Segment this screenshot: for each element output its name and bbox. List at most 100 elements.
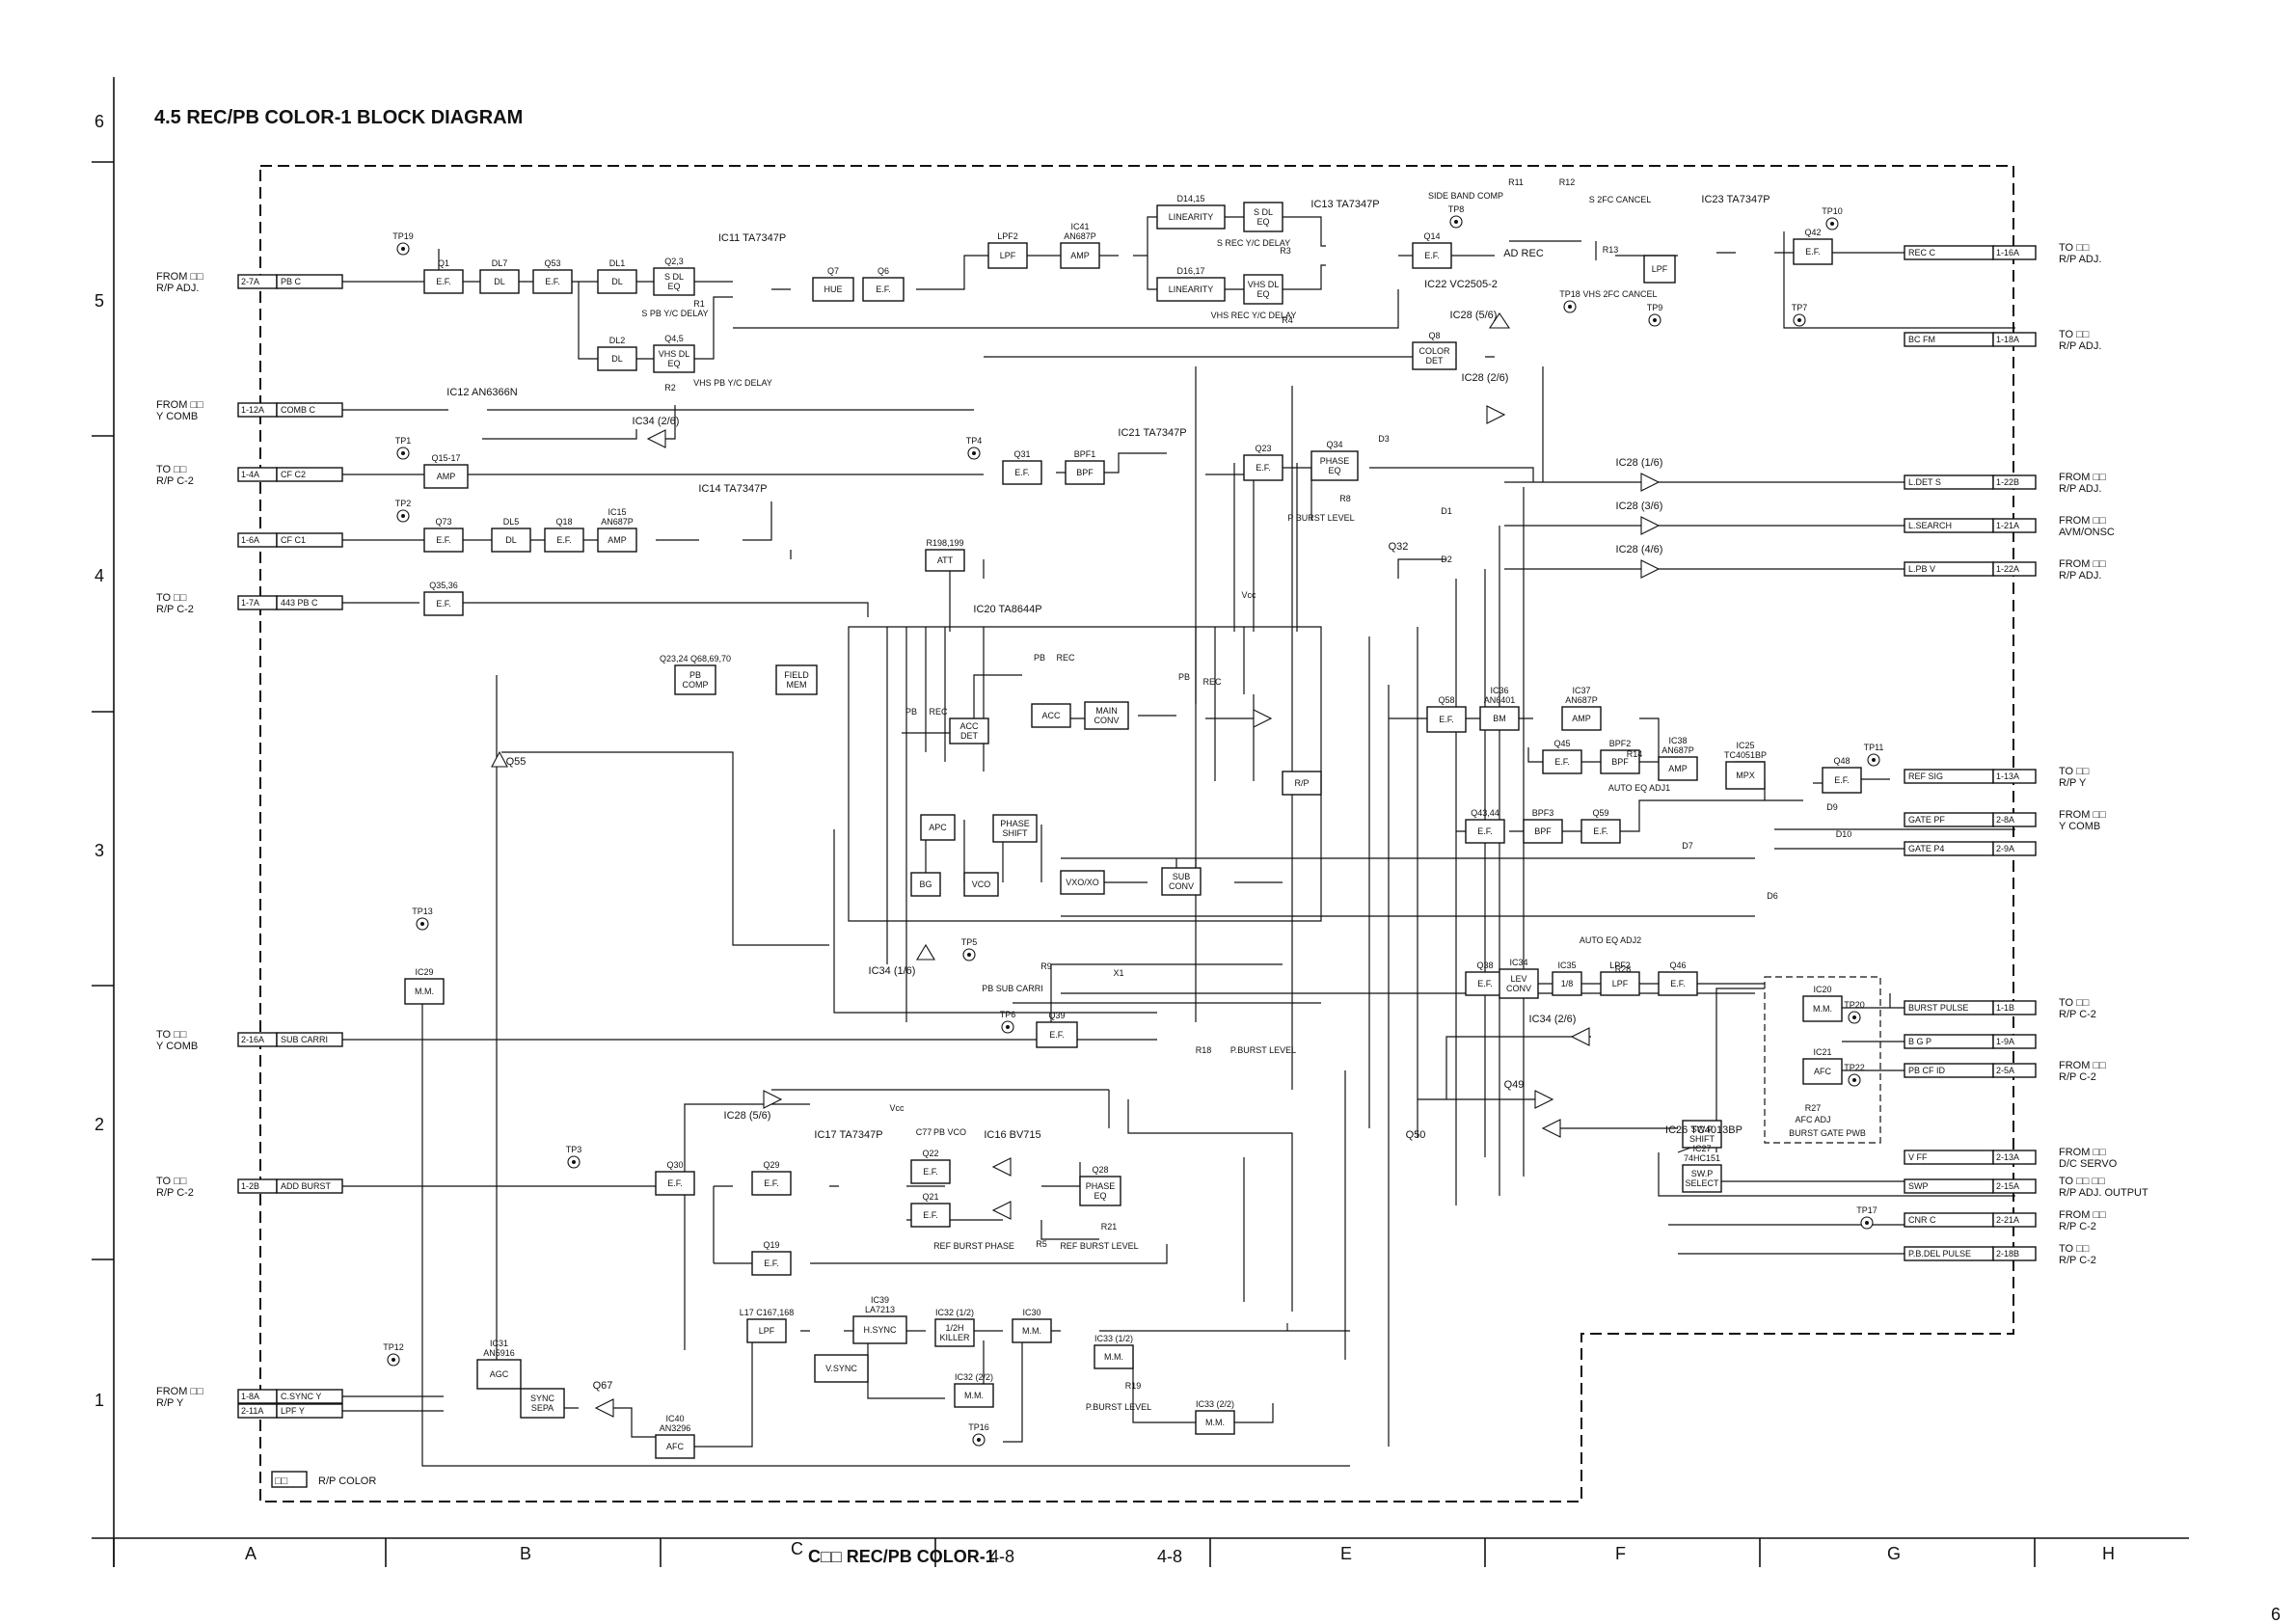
connector-pin: 2-11A bbox=[241, 1406, 263, 1416]
connector-pin-box bbox=[1992, 518, 2037, 533]
test-point-label: TP4 bbox=[966, 436, 983, 446]
block-label: 1/2H bbox=[945, 1323, 963, 1333]
block-label: E.F. bbox=[1554, 757, 1570, 767]
test-point-label: TP1 bbox=[395, 436, 412, 446]
test-point: TP12 bbox=[383, 1342, 404, 1367]
block-label: APC bbox=[929, 823, 947, 832]
connector-pin-box bbox=[1992, 561, 2037, 577]
external-destination: FROM □□ bbox=[2059, 515, 2106, 527]
external-destination: TO □□ bbox=[2059, 997, 2090, 1009]
external-destination: FROM □□ bbox=[2059, 1147, 2106, 1158]
connector-signal-box bbox=[276, 274, 343, 289]
external-destination: R/P Y bbox=[156, 1397, 184, 1409]
block-vxo: VXO/XO bbox=[1060, 870, 1105, 895]
block-name: Q59 bbox=[1592, 808, 1608, 818]
annotation-r1: R1 bbox=[693, 299, 705, 309]
connector-signal-box bbox=[276, 1178, 343, 1194]
annotation-r3: R3 bbox=[1280, 246, 1291, 256]
column-label: C bbox=[791, 1539, 803, 1558]
row-label: 6 bbox=[95, 112, 104, 131]
board-outline bbox=[259, 165, 2014, 1502]
row-label: 3 bbox=[95, 841, 104, 860]
block-name: AN687P bbox=[601, 517, 634, 527]
connector-pin: 1-6A bbox=[241, 535, 259, 545]
connector-pin-box bbox=[1992, 474, 2037, 490]
block-box bbox=[1600, 971, 1640, 996]
block-box bbox=[423, 464, 469, 489]
connector-signal: GATE PF bbox=[1908, 815, 1945, 825]
ic-label-ic17: IC17 TA7347P bbox=[814, 1129, 882, 1141]
ic-label-ic16: IC16 BV715 bbox=[984, 1129, 1040, 1141]
ic-label-ic34a: IC34 (2/6) bbox=[633, 416, 680, 427]
annotation-d1: D1 bbox=[1441, 506, 1452, 516]
block-box bbox=[1523, 819, 1563, 844]
test-point: TP20 bbox=[1844, 1000, 1865, 1024]
ic-label-q32: Q32 bbox=[1389, 541, 1409, 553]
buffer-icon bbox=[1253, 709, 1273, 728]
annotation-d10: D10 bbox=[1836, 829, 1852, 839]
annotation-r14: R14 bbox=[1627, 749, 1643, 759]
block-label: LPF bbox=[1652, 264, 1668, 274]
connector-signal: GATE P4 bbox=[1908, 844, 1944, 853]
block-name: Q22 bbox=[922, 1149, 938, 1158]
block-label: E.F. bbox=[1477, 979, 1493, 988]
connector-signal-box bbox=[276, 467, 343, 482]
block-box bbox=[423, 269, 464, 294]
connector-pin: 1-22B bbox=[1996, 477, 2019, 487]
ic-label-ic34c: IC34 (2/6) bbox=[1529, 1014, 1577, 1025]
block-label: FIELD bbox=[784, 670, 809, 680]
connector-pin: 1-13A bbox=[1996, 771, 2019, 781]
block-name: IC32 (1/2) bbox=[935, 1308, 974, 1317]
block-name: Q23 bbox=[1255, 444, 1271, 453]
block-box bbox=[1036, 1021, 1078, 1048]
buffer-icon bbox=[991, 1201, 1012, 1220]
block-label: E.F. bbox=[1593, 826, 1608, 836]
block-label: M.M. bbox=[1205, 1418, 1225, 1427]
connector-signal: SUB CARRI bbox=[281, 1035, 328, 1044]
block-name: Q30 bbox=[666, 1160, 683, 1170]
legend: □□R/P COLOR bbox=[271, 1471, 376, 1488]
block-box bbox=[597, 528, 637, 553]
block-name: IC27 bbox=[1692, 1144, 1711, 1153]
block-label: PHASE bbox=[1000, 819, 1030, 828]
block-label: AFC bbox=[666, 1442, 685, 1451]
block-box bbox=[751, 1171, 792, 1196]
connector-pin-box bbox=[1992, 332, 2037, 347]
external-destination: Y COMB bbox=[2059, 821, 2100, 832]
block-box bbox=[1161, 867, 1202, 896]
footer-board-tag: C□□ REC/PB COLOR-1 bbox=[808, 1547, 995, 1566]
block-label: HUE bbox=[824, 284, 842, 294]
block-box bbox=[1156, 204, 1226, 230]
external-destination: FROM □□ bbox=[156, 271, 203, 283]
external-destination: TO □□ bbox=[156, 1029, 187, 1041]
annotation-vhsrec: VHS REC Y/C DELAY bbox=[1211, 311, 1297, 320]
ic-label-ic12: IC12 AN6366N bbox=[446, 387, 517, 398]
connector-signal: V FF bbox=[1908, 1152, 1928, 1162]
row-label: 1 bbox=[95, 1391, 104, 1410]
connector-pin: 1-2B bbox=[241, 1181, 259, 1191]
column-label: F bbox=[1615, 1544, 1626, 1563]
block-name: 74HC151 bbox=[1684, 1153, 1720, 1163]
block-name: DL1 bbox=[609, 258, 626, 268]
block-label: VCO bbox=[972, 880, 991, 889]
block-q29: E.F.Q29 bbox=[751, 1160, 792, 1196]
block-label: VHS DL bbox=[659, 349, 690, 359]
block-box bbox=[1802, 1058, 1843, 1085]
external-destination: R/P ADJ. bbox=[156, 283, 199, 294]
block-label: DL bbox=[611, 277, 623, 286]
block-q21: E.F.Q21 bbox=[910, 1192, 951, 1228]
test-point-label: TP12 bbox=[383, 1342, 404, 1352]
block-label: E.F. bbox=[876, 284, 891, 294]
external-destination: TO □□ bbox=[2059, 766, 2090, 777]
